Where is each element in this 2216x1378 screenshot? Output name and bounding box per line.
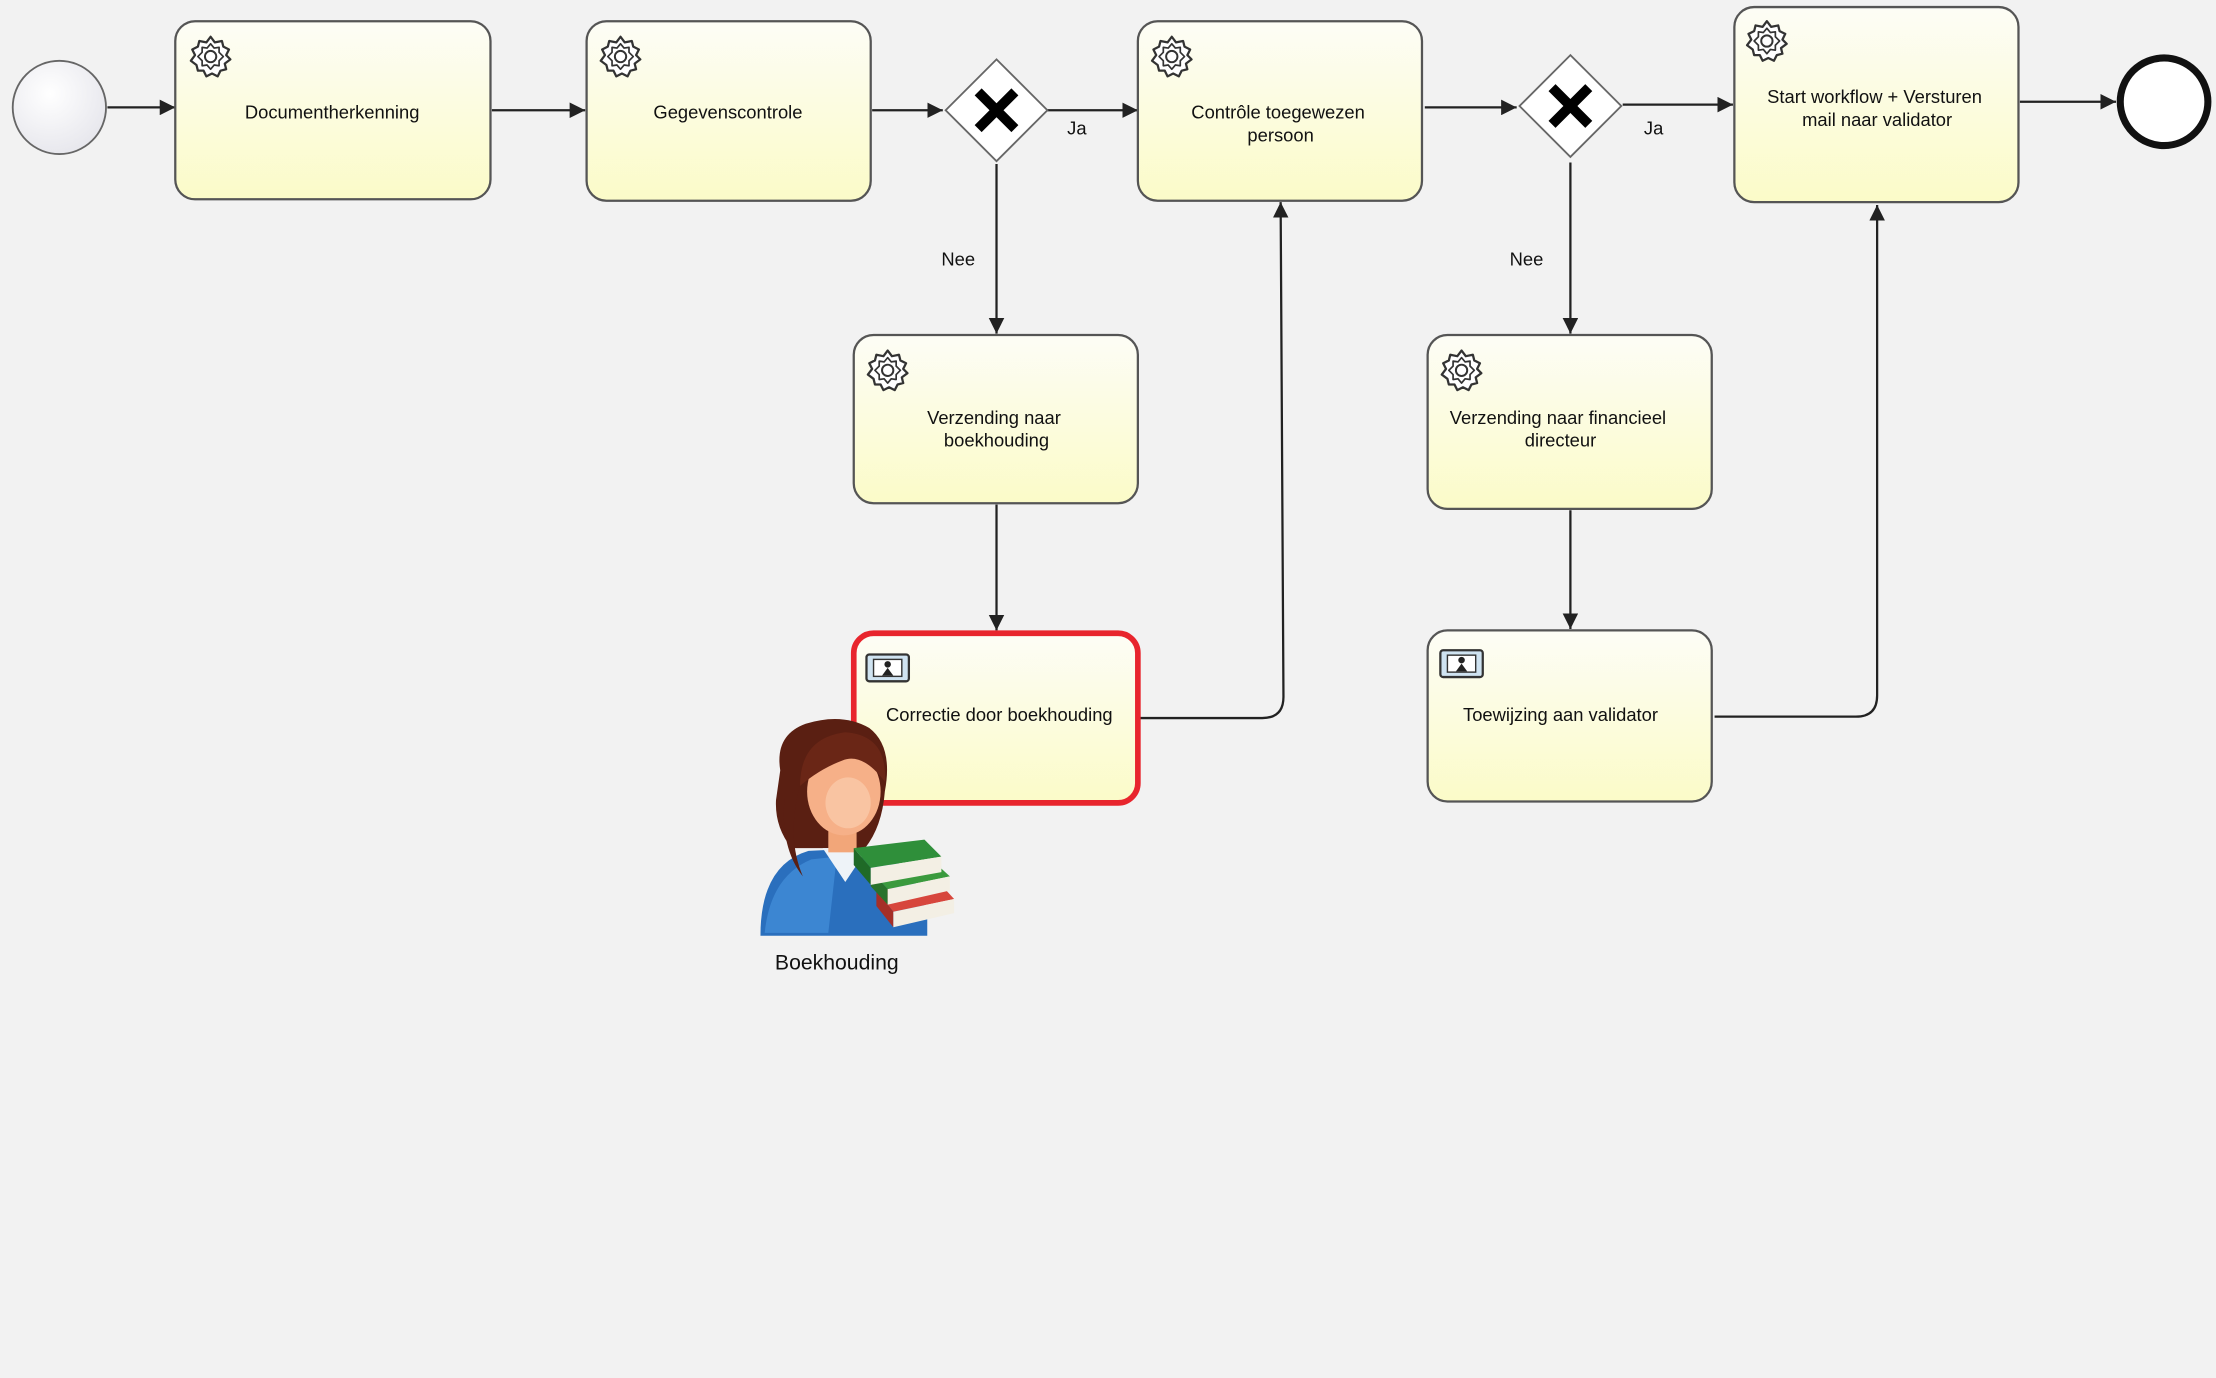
task-label: Toewijzing aan validator [1463,704,1658,725]
task-label-line: Start workflow + Versturen [1767,86,1982,107]
task-documentherkenning[interactable]: Documentherkenning [174,20,492,201]
task-label-line: persoon [1247,124,1313,145]
task-label-line: Verzending naar financieel [1450,407,1666,428]
user-task-icon [1439,649,1484,679]
task-label: Verzending naar financieel directeur [1450,407,1672,451]
user-task-icon [865,653,911,683]
task-label: Contrôle toegewezen persoon [1191,102,1370,146]
task-label-line: Verzending naar [927,407,1061,428]
task-label: Start workflow + Versturen mail naar val… [1767,86,1987,130]
task-label: Gegevenscontrole [653,102,802,123]
accountant-avatar-icon [760,718,955,936]
task-label-line: boekhouding [944,430,1049,451]
label-no-2: Nee [1510,249,1544,270]
task-label-line: Correctie door boekhouding [886,704,1113,725]
task-gegevenscontrole[interactable]: Gegevenscontrole [585,20,872,202]
label-yes-2: Ja [1644,117,1664,138]
sequence-flows [107,93,2117,720]
process-diagram: Ja Nee Ja Nee Documentherkenning Gegeven… [11,5,2212,975]
active-task-highlight [850,630,1141,806]
task-correctie-door-boekhouding[interactable]: Correctie door boekhouding [850,630,1141,806]
task-label-line: mail naar validator [1802,109,1952,130]
task-verzending-naar-boekhouding[interactable]: Verzending naar boekhouding [852,333,1139,505]
task-label-line: Gegevenscontrole [653,102,802,123]
task-verzending-naar-financieel-directeur[interactable]: Verzending naar financieel directeur [1426,333,1713,510]
exclusive-gateway-x-icon [974,88,1019,133]
task-label-line: Toewijzing aan validator [1463,704,1658,725]
exclusive-gateway-2[interactable] [1518,53,1623,159]
end-event[interactable] [2116,54,2212,150]
task-start-workflow-versturen-mail[interactable]: Start workflow + Versturen mail naar val… [1733,5,2020,204]
actor-label: Boekhouding [775,952,899,975]
task-label-line: directeur [1525,430,1596,451]
task-toewijzing-aan-validator[interactable]: Toewijzing aan validator [1426,629,1713,803]
start-event[interactable] [11,59,107,155]
task-label-line: Documentherkenning [245,102,420,123]
exclusive-gateway-1[interactable] [944,58,1049,163]
flow-correctie-to-controle [1139,202,1289,720]
exclusive-gateway-x-icon [1548,84,1593,128]
task-label-line: Contrôle toegewezen [1191,102,1365,123]
label-no-1: Nee [941,249,975,270]
label-yes-1: Ja [1067,117,1087,138]
task-label: Documentherkenning [245,102,420,123]
task-controle-toegewezen-persoon[interactable]: Contrôle toegewezen persoon [1136,20,1424,202]
task-label: Correctie door boekhouding [886,704,1113,725]
flow-toewijzing-to-start-workflow [1714,204,1885,718]
task-label: Verzending naar boekhouding [927,407,1066,451]
